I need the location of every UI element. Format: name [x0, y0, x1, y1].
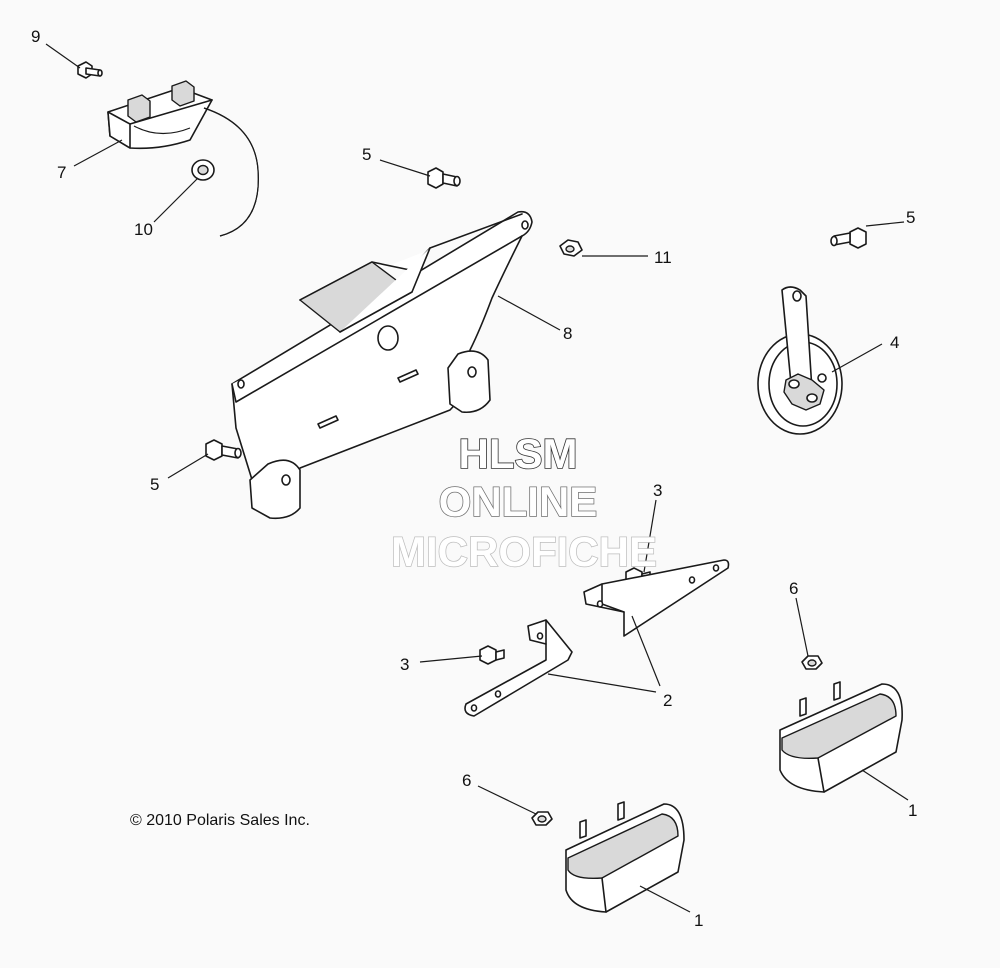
- part-4-horn: [757, 286, 843, 435]
- callout-2: 2: [663, 691, 672, 710]
- callout-5-left: 5: [150, 475, 159, 494]
- watermark: HLSM ONLINE MICROFICHE: [390, 429, 658, 576]
- part-5-bolt-right: [830, 227, 867, 249]
- part-1-tail-light-lower: [565, 801, 685, 913]
- part-9-bolt: [77, 61, 103, 79]
- callout-10: 10: [134, 220, 153, 239]
- part-1-tail-light-upper: [779, 681, 903, 793]
- part-6-nut-upper: [801, 655, 823, 670]
- callout-7: 7: [57, 163, 66, 182]
- callouts: 9 7 10 5 11 5 8 4 5 3 6 3 2 1 6 1: [31, 27, 917, 930]
- callout-8: 8: [563, 324, 572, 343]
- watermark-line-3: MICROFICHE: [391, 528, 657, 575]
- part-5-bolt-left: [205, 439, 242, 461]
- part-2-bracket-upper: [583, 559, 730, 637]
- callout-1-lower: 1: [694, 911, 703, 930]
- callout-1-upper: 1: [908, 801, 917, 820]
- callout-5-top: 5: [362, 145, 371, 164]
- watermark-line-2: ONLINE: [439, 478, 598, 525]
- callout-9: 9: [31, 27, 40, 46]
- part-8-mounting-bracket: [231, 210, 533, 520]
- part-10-grommet: [191, 159, 215, 181]
- callout-6-lower: 6: [462, 771, 471, 790]
- part-6-nut-lower: [531, 811, 553, 826]
- part-3-screw-lower: [479, 645, 505, 665]
- callout-6-upper: 6: [789, 579, 798, 598]
- part-5-bolt-top: [427, 167, 461, 189]
- part-11-nut: [559, 239, 583, 257]
- watermark-line-1: HLSM: [459, 430, 578, 477]
- part-2-bracket-lower: [464, 619, 573, 717]
- callout-4: 4: [890, 333, 899, 352]
- leader-lines: [45, 43, 909, 913]
- part-7-light-housing: [107, 80, 213, 150]
- callout-5-right: 5: [906, 208, 915, 227]
- callout-3-upper: 3: [653, 481, 662, 500]
- callout-11: 11: [654, 248, 672, 267]
- callout-3-lower: 3: [400, 655, 409, 674]
- copyright-notice: © 2010 Polaris Sales Inc.: [130, 812, 310, 829]
